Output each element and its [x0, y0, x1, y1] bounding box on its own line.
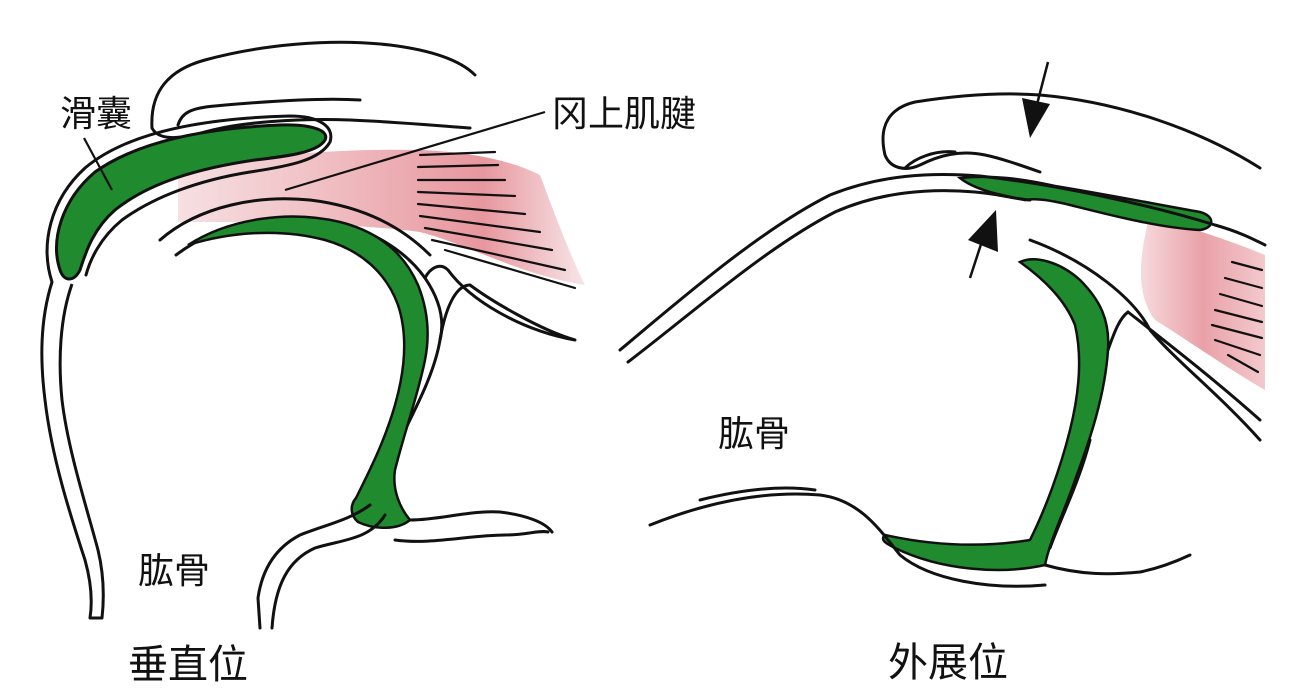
- bursa-right: [956, 175, 1213, 232]
- arrow-down-icon: [1022, 61, 1050, 138]
- abduction-position-panel: 肱骨 外展位: [618, 61, 1267, 686]
- label-position-vertical: 垂直位: [128, 642, 248, 688]
- capsule-outline-left: [45, 114, 333, 284]
- acromion-right: [881, 92, 1262, 174]
- vertical-position-panel: 滑囊 冈上肌腱 肱骨 垂直位: [40, 40, 696, 688]
- humerus-shaft-outer-left: [40, 281, 105, 620]
- label-humerus-right: 肱骨: [718, 414, 790, 455]
- tendon-fibers-right: [1210, 260, 1264, 374]
- leader-line-bursa: [83, 137, 113, 191]
- humeral-head-top-right: [618, 172, 1267, 364]
- label-humerus-left: 肱骨: [138, 551, 210, 592]
- glenoid-outline-left: [423, 264, 577, 342]
- articular-cartilage-left: [187, 215, 429, 529]
- humerus-lower-right: [648, 486, 1047, 588]
- label-bursa: 滑囊: [60, 94, 132, 135]
- label-supraspinatus-tendon: 冈上肌腱: [552, 94, 696, 135]
- leader-line-tendon: [284, 110, 546, 192]
- label-position-abduction: 外展位: [888, 640, 1008, 686]
- tendon-fibers-left: [416, 150, 577, 290]
- articular-cartilage-right: [881, 258, 1110, 572]
- arrow-up-icon: [968, 210, 998, 279]
- humeral-head-outline-right: [1028, 238, 1262, 576]
- neck-outline-left: [256, 503, 554, 630]
- humeral-head-left: [158, 197, 444, 507]
